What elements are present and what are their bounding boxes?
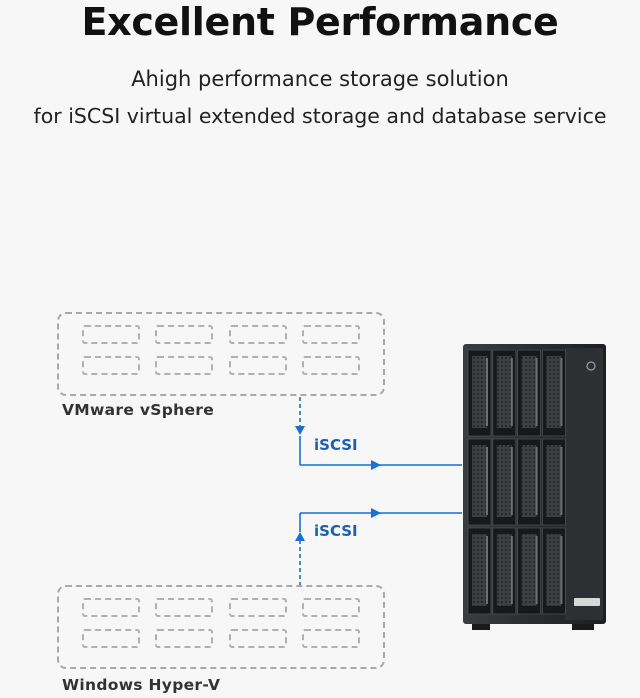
drive-bay-latch [560,358,563,426]
drive-bay-latch [560,447,563,515]
down-arrow-icon [295,426,305,435]
drive-bay-latch [486,358,488,426]
server-slot [229,598,287,617]
drive-bay-grille [546,534,562,606]
up-arrow-icon [295,532,305,541]
page-title: Excellent Performance [81,0,559,44]
page-subtitle-line1: Ahigh performance storage solution [131,67,509,91]
drive-bay-grille [472,356,487,428]
vmware-cluster-label: VMware vSphere [62,401,215,419]
server-slot [155,629,213,648]
drive-bay-latch [510,447,513,515]
server-slot [302,598,360,617]
drive-bay-latch [510,536,513,604]
server-slot [229,356,287,375]
drive-bay-grille [546,356,562,428]
server-slot [302,325,360,344]
brand-badge [574,598,600,606]
drive-bay-grille [472,445,487,517]
server-slot [302,356,360,375]
drive-bay-latch [535,358,538,426]
drive-bay-latch [510,358,513,426]
drive-bay-grille [521,445,537,517]
drive-bay-latch [535,447,538,515]
hyperv-cluster-label: Windows Hyper-V [62,676,221,694]
drive-bay-grille [546,445,562,517]
server-slot [229,325,287,344]
server-slot [302,629,360,648]
server-slot [155,325,213,344]
hyperv-cluster-box [57,585,385,669]
drive-bay-grille [521,356,537,428]
drive-bay-grille [496,356,512,428]
drive-bay-grille [521,534,537,606]
drive-bay-latch [560,536,563,604]
drive-bay-latch [486,536,488,604]
right-arrow-icon [371,460,381,470]
server-slot [229,629,287,648]
server-slot [82,598,140,617]
page-subtitle-line2: for iSCSI virtual extended storage and d… [33,104,607,128]
server-slot [155,598,213,617]
server-slot [82,629,140,648]
drive-bay-latch [486,447,488,515]
drive-bay-grille [496,445,512,517]
drive-bay-grille [472,534,487,606]
iscsi-label-bottom: iSCSI [314,522,358,540]
drive-bay-grille [496,534,512,606]
right-arrow-icon [371,508,381,518]
server-slot [155,356,213,375]
vmware-cluster-box [57,312,385,396]
drive-bay-latch [535,536,538,604]
server-slot [82,325,140,344]
server-slot [82,356,140,375]
iscsi-label-top: iSCSI [314,436,358,454]
power-button-icon [586,361,596,371]
